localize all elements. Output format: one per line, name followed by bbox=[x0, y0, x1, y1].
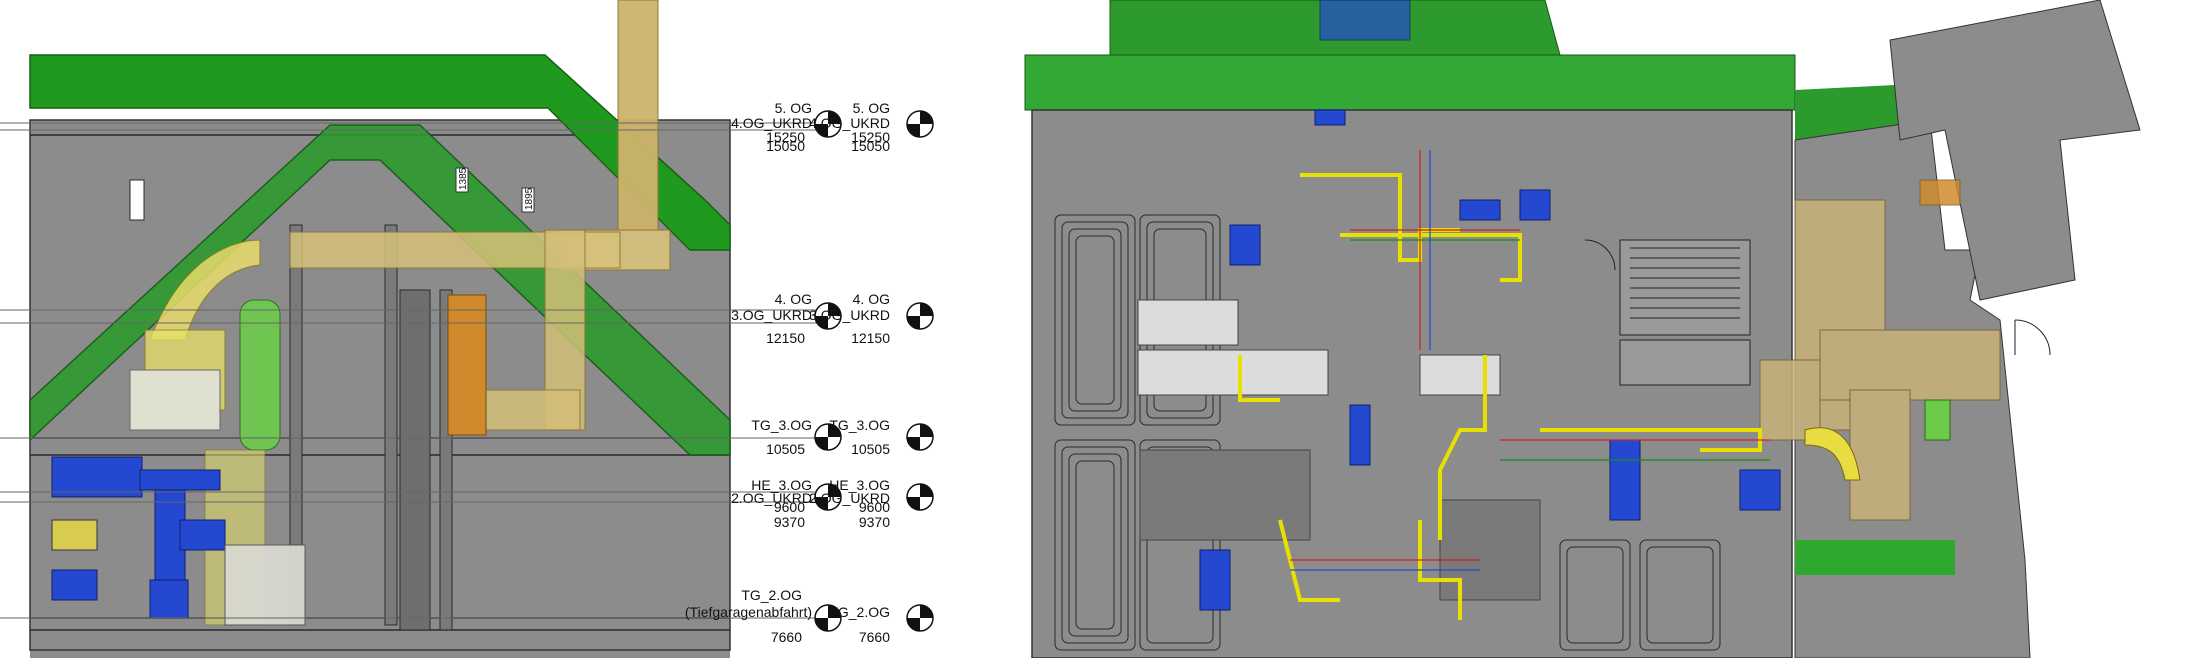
level-elev-right: 12150 bbox=[851, 330, 890, 346]
level-elev-right: 7660 bbox=[859, 629, 890, 645]
level-name-right: 4. OG bbox=[853, 291, 890, 307]
level-marker-icon bbox=[814, 302, 842, 330]
level-overlap-left: 9600 bbox=[774, 499, 805, 515]
level-name2-right: 4.OG_UKRD bbox=[809, 115, 890, 131]
level-marker-icon bbox=[814, 483, 842, 511]
level-overlap-right: 9600 bbox=[859, 499, 890, 515]
neighbor-wing bbox=[1889, 0, 2141, 301]
level-name2-right: 2.OG_UKRD bbox=[809, 490, 890, 506]
plan-view bbox=[1024, 0, 2141, 658]
level-marker-icon bbox=[906, 423, 934, 451]
dimension-markers: 1385 1895 bbox=[455, 167, 535, 213]
level-name-left: 4. OG bbox=[775, 291, 812, 307]
level-elev-left: 9370 bbox=[774, 514, 805, 530]
level-marker-icon bbox=[814, 604, 842, 632]
yellow-duct-bend bbox=[149, 239, 261, 341]
level-elev-left: 12150 bbox=[766, 330, 805, 346]
level-name2-right: 3.OG_UKRD bbox=[809, 307, 890, 323]
section-view: 1385 1895 bbox=[0, 0, 820, 658]
level-name-right: TG_3.OG bbox=[829, 417, 890, 433]
level-name2-left: (Tiefgaragenabfahrt) bbox=[685, 604, 812, 620]
plan-beige-ducts bbox=[1759, 179, 2001, 521]
level-marker-icon bbox=[906, 302, 934, 330]
level-name2-left: 2.OG_UKRD bbox=[731, 490, 812, 506]
level-name-right: HE_3.OG bbox=[829, 477, 890, 493]
staircase bbox=[1619, 239, 1751, 386]
level-name-left: HE_3.OG bbox=[751, 477, 812, 493]
level-name-right: TG_2.OG bbox=[829, 604, 890, 620]
dimension-1385: 1385 bbox=[458, 167, 469, 190]
yellow-box bbox=[51, 519, 98, 551]
plan-equipment bbox=[1137, 299, 1541, 601]
plan-blue-ducts bbox=[1199, 0, 1781, 611]
blue-duct-system bbox=[51, 456, 226, 619]
level-elev-left: 10505 bbox=[766, 441, 805, 457]
ahu-unit bbox=[129, 369, 221, 431]
interior-walls bbox=[129, 179, 453, 631]
level-elev-left: 15050 bbox=[766, 138, 805, 154]
level-marker-icon bbox=[906, 483, 934, 511]
level-name-left: TG_3.OG bbox=[751, 417, 812, 433]
plan-yellow-bend bbox=[1804, 427, 1861, 481]
level-name-left: 5. OG bbox=[775, 100, 812, 116]
level-name2-left: 3.OG_UKRD bbox=[731, 307, 812, 323]
level-name2-left: 4.OG_UKRD bbox=[731, 115, 812, 131]
level-annotations: 5. OG 4.OG_UKRD 15250 15050 5. OG 4.OG_U… bbox=[685, 100, 934, 645]
plan-roof-band bbox=[1024, 54, 1796, 111]
exhaust-shaft bbox=[617, 0, 659, 231]
level-elev-right: 15050 bbox=[851, 138, 890, 154]
level-marker-icon bbox=[814, 110, 842, 138]
level-lines bbox=[0, 122, 820, 619]
plan-doors bbox=[1584, 239, 2051, 356]
level-marker-icon bbox=[906, 604, 934, 632]
level-name-right: 5. OG bbox=[853, 100, 890, 116]
plan-thin-pipes bbox=[1290, 150, 1770, 571]
level-overlap-left: 15250 bbox=[766, 129, 805, 145]
level-name-left: TG_2.OG bbox=[741, 587, 802, 603]
level-overlap-right: 15250 bbox=[851, 129, 890, 145]
orange-unit bbox=[447, 294, 487, 436]
dimension-1895: 1895 bbox=[524, 187, 535, 210]
level-elev-right: 10505 bbox=[851, 441, 890, 457]
level-elev-left: 7660 bbox=[771, 629, 802, 645]
level-marker-icon bbox=[814, 423, 842, 451]
level-elev-right: 9370 bbox=[859, 514, 890, 530]
level-marker-icon bbox=[906, 110, 934, 138]
